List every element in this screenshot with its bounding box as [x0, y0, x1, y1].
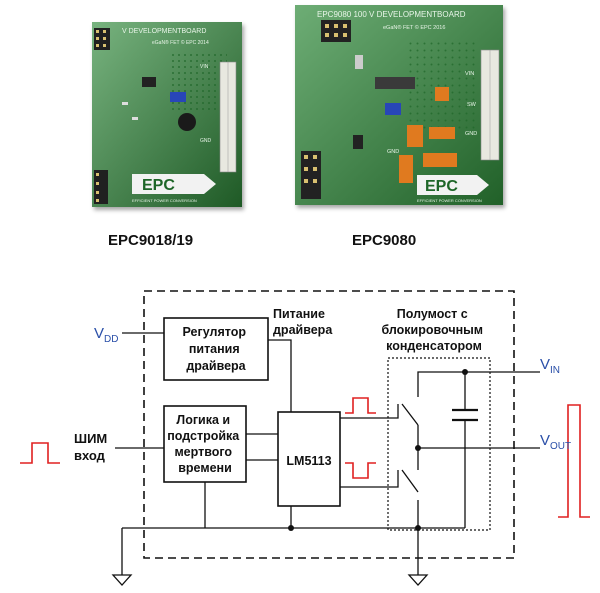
- pin-header-left: [94, 28, 110, 50]
- pwm-input-label: ШИМ вход: [74, 431, 111, 463]
- potentiometer: [385, 103, 401, 115]
- halfbridge-boundary: [387, 357, 491, 531]
- pin-header-right: [480, 49, 500, 161]
- caption-epc9080: EPC9080: [352, 232, 417, 249]
- silk-top-label: EPC9080 100 V DEVELOPMENTBOARD: [317, 10, 466, 19]
- wire-driver-power: [268, 339, 292, 412]
- pwm-input-pulse-icon: [20, 442, 60, 464]
- copper-pad: [399, 155, 413, 183]
- driver-block-label: LM5113: [286, 454, 331, 468]
- epc-logo-text: EPC: [425, 178, 458, 195]
- capacitor: [452, 408, 478, 422]
- vout-pulse-icon: [558, 404, 590, 518]
- wire-vin-rail: [417, 371, 540, 397]
- ground-icon: [407, 574, 429, 586]
- via-field: [405, 40, 475, 130]
- ic-chip: [353, 135, 363, 149]
- gate-low-pulse-icon: [345, 462, 376, 479]
- silk-brand-label: eGaN® FET © EPC 2014: [152, 39, 209, 46]
- epc-logo: EPC EFFICIENT POWER CONVERSION: [132, 174, 216, 203]
- silk-vin-label: VIN: [465, 71, 474, 77]
- copper-pad: [429, 127, 455, 139]
- ic-chip: [142, 77, 156, 87]
- copper-pad: [435, 87, 449, 101]
- silk-top-label: V DEVELOPMENTBOARD: [122, 28, 206, 35]
- wire-switch-low: [401, 469, 419, 493]
- epc-logo-text: EPC: [142, 177, 175, 194]
- silk-gnd-label-2: GND: [387, 149, 399, 155]
- board-photo-epc9018: V DEVELOPMENTBOARD eGaN® FET © EPC 2014 …: [92, 22, 242, 207]
- board-photo-epc9080: EPC9080 100 V DEVELOPMENTBOARD eGaN® FET…: [295, 5, 503, 205]
- silk-gnd-label: GND: [200, 138, 212, 144]
- wire-switch-high: [401, 403, 419, 426]
- caption-epc9018: EPC9018/19: [108, 232, 194, 249]
- module-boundary: [143, 290, 515, 559]
- vin-label: VIN: [540, 356, 560, 376]
- pin-header-bottom: [301, 151, 321, 199]
- junction-dots: [288, 369, 468, 531]
- smd-resistor: [122, 102, 128, 105]
- wire-gate-low: [340, 470, 399, 488]
- epc-logo: EPC EFFICIENT POWER CONVERSION: [417, 175, 489, 203]
- smd-resistor: [355, 55, 363, 69]
- wire-gate-high: [340, 404, 399, 419]
- copper-pad: [407, 125, 423, 147]
- potentiometer: [170, 92, 186, 102]
- gate-high-pulse-icon: [345, 397, 376, 414]
- regulator-block-label: Регулятор питания драйвера: [183, 325, 250, 373]
- copper-pad: [423, 153, 457, 167]
- epc-logo-sub: EFFICIENT POWER CONVERSION: [132, 198, 197, 203]
- driver-block: [277, 411, 341, 507]
- silk-brand-label: eGaN® FET © EPC 2016: [383, 24, 445, 31]
- inductor: [178, 113, 196, 131]
- pin-header-right: [219, 61, 237, 173]
- logic-block-label: Логика и подстройка мертвого времени: [167, 413, 243, 475]
- silk-gnd-label: GND: [465, 131, 477, 137]
- silk-vin-label: VIN: [200, 64, 209, 70]
- epc-logo-sub: EFFICIENT POWER CONVERSION: [417, 198, 482, 203]
- halfbridge-label: Полумост с блокировочным конденсатором: [381, 307, 486, 353]
- smd-resistor: [132, 117, 138, 120]
- regulator-block: [163, 317, 269, 381]
- pin-header-top: [321, 20, 351, 42]
- smd-array: [375, 77, 415, 89]
- ground-icon: [111, 574, 133, 586]
- vout-label: VOUT: [540, 432, 571, 452]
- pin-header-bottom: [94, 170, 108, 204]
- driver-power-label: Питание драйвера: [273, 307, 333, 337]
- vdd-label: VDD: [94, 325, 118, 345]
- silk-sw-label: SW: [467, 102, 477, 108]
